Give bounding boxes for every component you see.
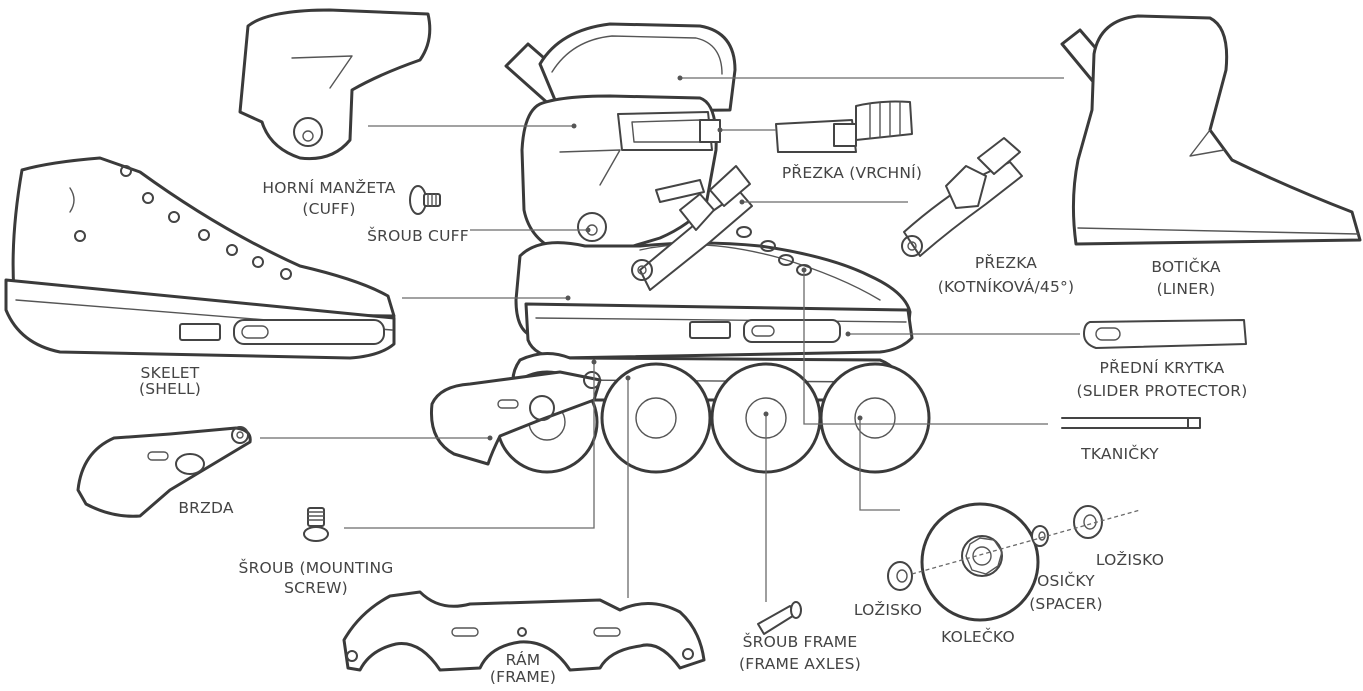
label-bearing-left: LOŽISKO [854,600,922,619]
ankle-buckle-part [901,137,1023,257]
label-wheel: KOLEČKO [941,627,1015,646]
label-buckle-top: PŘEZKA (VRCHNÍ) [782,163,922,182]
label-frame: RÁM(FRAME) [490,650,556,686]
assembled-skate [429,22,931,474]
brake-part [76,426,252,518]
frame-part [342,590,706,672]
label-brake: BRZDA [178,499,233,517]
mounting-screw-part [303,507,329,542]
cuff-screw-part [409,185,441,215]
label-laces: TKANIČKY [1080,444,1159,463]
label-buckle-ankle: PŘEZKA(KOTNÍKOVÁ/45°) [938,253,1074,296]
label-bearing-right: LOŽISKO [1096,550,1164,569]
label-spacer: OSIČKY(SPACER) [1029,571,1103,613]
label-frame-axles: ŠROUB FRAME(FRAME AXLES) [739,632,861,673]
cuff-part [238,8,432,161]
label-cuff: HORNÍ MANŽETA(CUFF) [262,178,395,218]
label-liner: BOTIČKA(LINER) [1151,257,1221,298]
laces-part [1061,417,1201,429]
wheel-assembly [887,502,1141,622]
eyelets [736,226,812,276]
label-shell: SKELET(SHELL) [139,364,201,398]
label-cuff-screw: ŠROUB CUFF [367,226,469,245]
liner-part [1060,14,1362,246]
frame-axle-part [757,601,802,635]
label-slider-protector: PŘEDNÍ KRYTKA(SLIDER PROTECTOR) [1076,358,1247,400]
slider-protector-part [1083,319,1247,349]
top-buckle-part [775,100,913,153]
shell-part [4,156,396,360]
leader-lines [260,75,1080,602]
